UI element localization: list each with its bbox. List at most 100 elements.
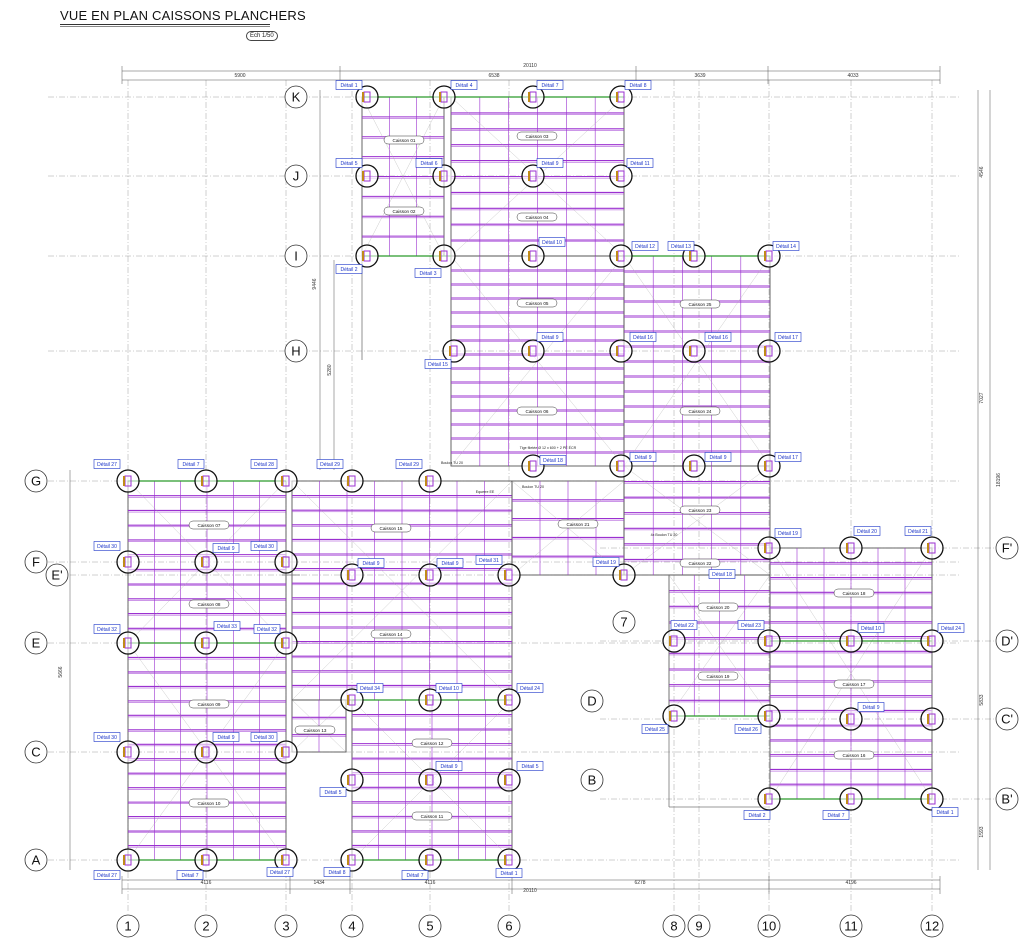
detail-tag-box bbox=[708, 569, 736, 579]
column-circle bbox=[609, 339, 633, 363]
caisson-label-box bbox=[411, 738, 453, 748]
detail-tag-box bbox=[357, 558, 385, 568]
detail-tag: Détail 28 bbox=[254, 462, 274, 468]
grid-axis-bubble bbox=[24, 550, 48, 574]
detail-tag: Détail 30 bbox=[97, 544, 117, 550]
grid-axis-bubble bbox=[995, 787, 1019, 811]
detail-tag-box bbox=[629, 332, 657, 342]
detail-tag-box bbox=[536, 158, 564, 168]
caisson-label-box bbox=[370, 629, 412, 639]
column-circle bbox=[432, 244, 456, 268]
dimension-lines: 20110 5900 6538 3639 4033 20110 4116 143… bbox=[58, 63, 1002, 894]
caisson-label-box bbox=[188, 699, 230, 709]
column-circle bbox=[521, 244, 545, 268]
caisson-label-box bbox=[557, 519, 599, 529]
column-plate bbox=[616, 346, 618, 356]
column-plate bbox=[425, 476, 427, 486]
detail-tag-box bbox=[335, 158, 363, 168]
bracing-line bbox=[361, 96, 445, 257]
column-plate bbox=[504, 855, 506, 865]
caisson-label-box bbox=[294, 725, 336, 735]
detail-tag-box bbox=[822, 810, 850, 820]
detail-tag: Détail 9 bbox=[542, 335, 559, 341]
column-plate bbox=[362, 171, 364, 181]
detail-tag-box bbox=[356, 683, 384, 693]
grid-axis-bubble bbox=[757, 914, 781, 938]
dim-bottom-part: 4116 bbox=[201, 880, 212, 886]
caisson-label-box bbox=[516, 212, 558, 222]
grid-axis-bubble bbox=[418, 914, 442, 938]
column-plate bbox=[927, 543, 929, 553]
dim-top-part: 6538 bbox=[488, 73, 499, 79]
detail-tag: Détail 10 bbox=[439, 686, 459, 692]
column-circle bbox=[194, 848, 218, 872]
grid-axis-label: F bbox=[32, 555, 40, 570]
column-circle bbox=[418, 688, 442, 712]
detail-tag-box bbox=[495, 868, 523, 878]
grid-axis-label: F' bbox=[1002, 541, 1012, 556]
grid-axis-bubble bbox=[284, 85, 308, 109]
grid-axis-label: E bbox=[32, 636, 41, 651]
detail-tag: Détail 23 bbox=[741, 623, 761, 629]
grid-axis-bubble bbox=[995, 536, 1019, 560]
column-plate bbox=[281, 638, 283, 648]
detail-tag-box bbox=[250, 732, 278, 742]
column-circle bbox=[521, 164, 545, 188]
title-underline-secondary bbox=[60, 26, 270, 27]
detail-tag-box bbox=[774, 332, 802, 342]
grid-axis-label: I bbox=[294, 249, 298, 264]
column-plate bbox=[689, 461, 691, 471]
column-circle bbox=[340, 688, 364, 712]
column-plate bbox=[362, 251, 364, 261]
caisson-label-box bbox=[516, 298, 558, 308]
detail-tag: Détail 7 bbox=[182, 873, 199, 879]
dim-top-part: 5900 bbox=[234, 73, 245, 79]
detail-tag-box bbox=[667, 241, 695, 251]
column-plate bbox=[281, 557, 283, 567]
column-plate bbox=[123, 747, 125, 757]
column-plate bbox=[616, 461, 618, 471]
detail-tag: Détail 29 bbox=[320, 462, 340, 468]
grid-axis-label: 12 bbox=[925, 919, 939, 934]
column-circle bbox=[920, 629, 944, 653]
detail-tag-box bbox=[450, 80, 478, 90]
bracing-line bbox=[623, 465, 771, 576]
column-circle bbox=[609, 85, 633, 109]
dim-right-bottom: 1593 bbox=[979, 826, 985, 837]
detail-tag: Détail 9 bbox=[218, 546, 235, 552]
caisson-label-box bbox=[833, 750, 875, 760]
detail-tag: Détail 27 bbox=[97, 873, 117, 879]
grid-axis-label: 4 bbox=[348, 919, 355, 934]
detail-tag-box bbox=[176, 870, 204, 880]
detail-tag-box bbox=[335, 264, 363, 274]
column-circle bbox=[497, 688, 521, 712]
detail-tag-box bbox=[93, 732, 121, 742]
grid-axis-bubble bbox=[116, 914, 140, 938]
dim-top-part: 4033 bbox=[847, 73, 858, 79]
column-plate bbox=[927, 714, 929, 724]
column-circle bbox=[757, 787, 781, 811]
grid-axis-bubble bbox=[24, 848, 48, 872]
column-circle bbox=[609, 164, 633, 188]
column-circle bbox=[839, 787, 863, 811]
caisson-label-box bbox=[188, 520, 230, 530]
column-plate bbox=[281, 747, 283, 757]
annotation-notes: Tige filetée Ø 12 x 600 + 2 PÉ ÉCRBoulon… bbox=[441, 445, 677, 537]
grid-axis-label: C' bbox=[1001, 712, 1013, 727]
detail-tag-box bbox=[670, 620, 698, 630]
column-plate bbox=[764, 794, 766, 804]
caisson-label-box bbox=[833, 588, 875, 598]
detail-tag-box bbox=[536, 80, 564, 90]
detail-tag: Détail 4 bbox=[456, 83, 473, 89]
detail-tag: Détail 34 bbox=[360, 686, 380, 692]
detail-tag-box bbox=[415, 158, 443, 168]
detail-tag: Détail 9 bbox=[218, 735, 235, 741]
column-circle bbox=[682, 454, 706, 478]
detail-tag: Détail 30 bbox=[254, 735, 274, 741]
dim-bottom-part: 6278 bbox=[634, 880, 645, 886]
detail-tag-box bbox=[212, 543, 240, 553]
dim-right-upper: 4546 bbox=[979, 166, 985, 177]
detail-tag-box bbox=[266, 867, 294, 877]
caisson-label: Caisson 10 bbox=[198, 801, 221, 806]
caisson-label: Caisson 21 bbox=[567, 522, 590, 527]
